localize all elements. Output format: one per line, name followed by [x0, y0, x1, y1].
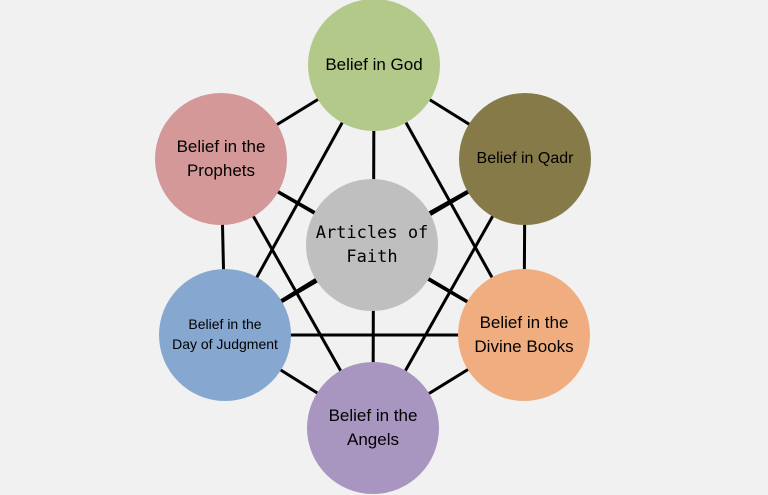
label-line: Belief in the	[328, 405, 418, 425]
label-line: Divine Books	[474, 337, 574, 356]
center-circle	[306, 179, 438, 311]
node-prophets-circle	[155, 93, 287, 225]
node-circles	[155, 0, 591, 494]
node-judgment-circle	[159, 269, 291, 401]
node-god-label: Belief in God	[308, 0, 440, 131]
node-books-circle	[458, 269, 590, 401]
label-line: Belief in the	[188, 316, 262, 333]
label-line: Day of Judgment	[172, 336, 278, 352]
label-line: Belief in God	[325, 54, 423, 74]
node-angels-circle	[307, 362, 439, 494]
label-line: Belief in Qadr	[476, 149, 574, 167]
center-label: Articles of Faith	[306, 179, 438, 311]
label-line: Belief in the	[176, 136, 266, 156]
node-qadr-circle	[459, 93, 591, 225]
label-line: Articles of	[315, 222, 429, 243]
label-line: Angels	[347, 430, 399, 449]
node-god-circle	[308, 0, 440, 131]
label-line: Faith	[346, 247, 398, 267]
node-qadr-label: Belief in Qadr	[459, 93, 591, 225]
label-line: Prophets	[186, 161, 256, 180]
label-line: Belief in the	[479, 312, 569, 332]
